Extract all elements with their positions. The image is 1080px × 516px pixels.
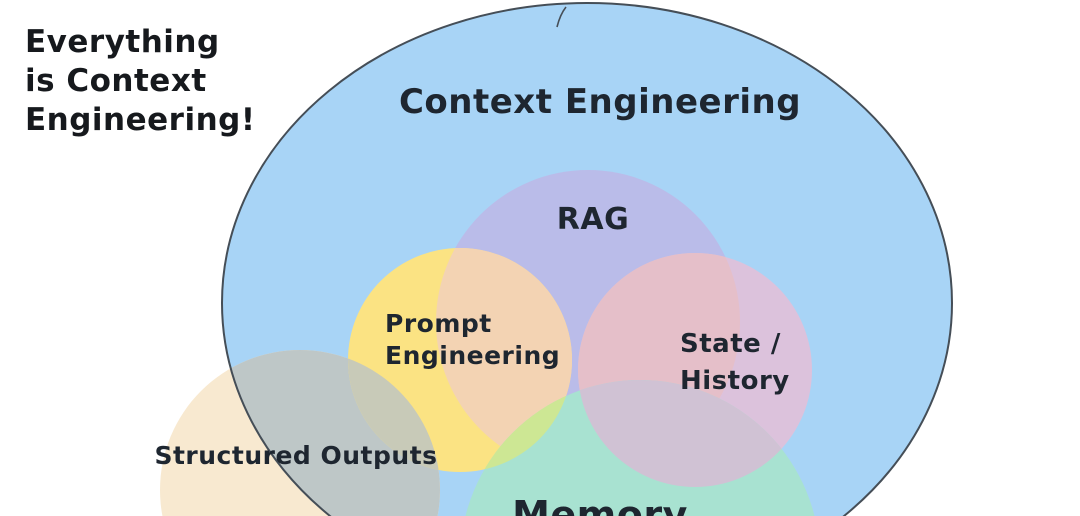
ellipse-outline <box>221 2 953 516</box>
memory-label: Memory <box>512 493 688 516</box>
prompt-rag-overlap <box>436 248 572 472</box>
prompt-label-line-1: Prompt <box>385 309 492 338</box>
prompt-label-line-2: Engineering <box>385 341 560 370</box>
prompt-rag-overlap-fill <box>436 248 572 472</box>
container-title: Context Engineering <box>399 82 801 122</box>
structured-outputs-label: Structured Outputs <box>154 441 437 470</box>
rag-label: RAG <box>557 202 629 237</box>
state-history-label-line-1: State / <box>680 329 781 359</box>
structured-prompt-overlap <box>348 350 440 472</box>
tagline-line-1: Everything <box>25 24 220 60</box>
structured-prompt-overlap-fill <box>348 350 440 472</box>
pen-tick <box>556 6 567 28</box>
tagline-line-2: is Context <box>25 63 207 99</box>
tagline-line-3: Engineering! <box>25 102 256 138</box>
memory-state-overlap-fill <box>578 380 812 487</box>
memory-state-overlap <box>578 380 812 487</box>
state-history-label-line-2: History <box>680 366 790 396</box>
